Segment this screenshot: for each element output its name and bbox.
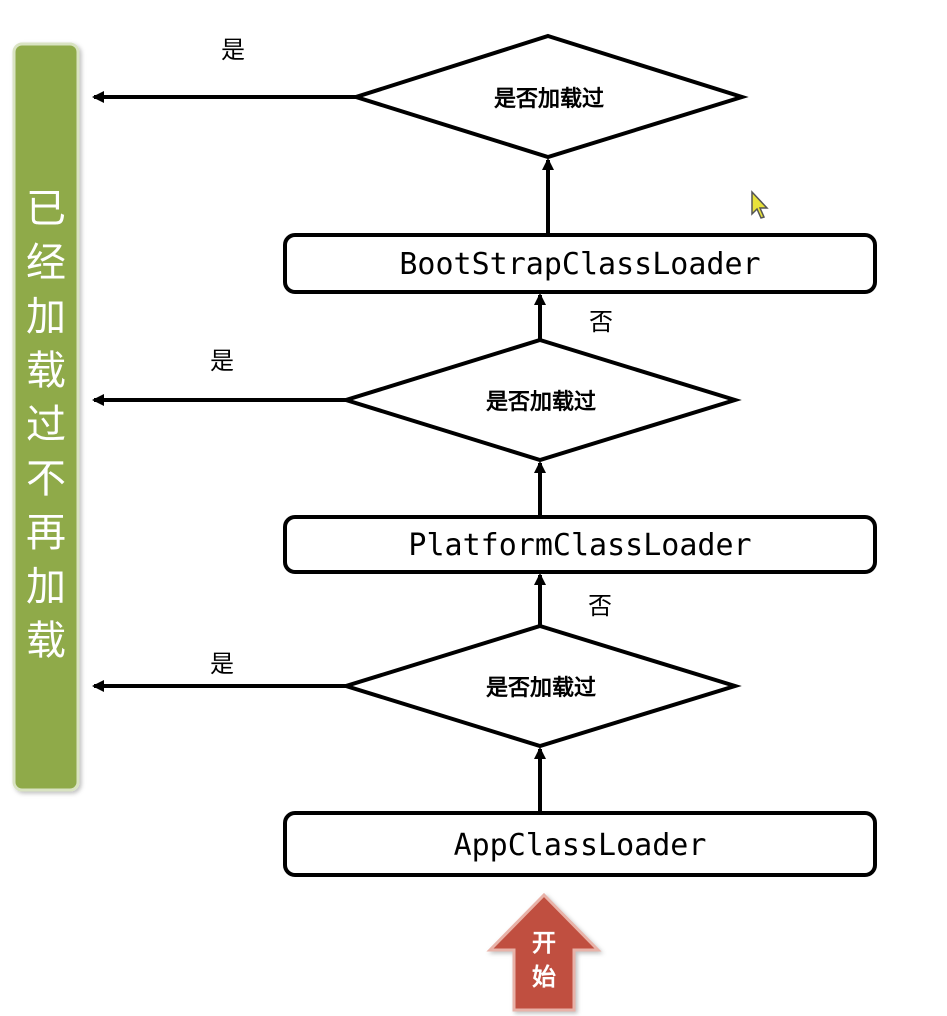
start-char: 开 xyxy=(532,929,556,957)
yes-label-top: 是 xyxy=(221,36,245,64)
platform-loader-box: PlatformClassLoader xyxy=(283,515,877,574)
sidebar-char: 载 xyxy=(26,348,66,394)
bootstrap-loader-box: BootStrapClassLoader xyxy=(283,233,877,294)
decision-bottom: 是否加载过 xyxy=(339,623,742,749)
decision-diamond xyxy=(349,33,749,160)
decision-middle: 是否加载过 xyxy=(339,337,742,463)
sidebar-char: 加 xyxy=(26,294,66,340)
start-arrow: 开 始 xyxy=(486,892,602,1012)
loader-label: BootStrapClassLoader xyxy=(399,247,760,282)
sidebar-char: 再 xyxy=(26,510,66,556)
start-char: 始 xyxy=(532,963,556,991)
no-label-lower: 否 xyxy=(588,592,612,620)
sidebar-char: 已 xyxy=(26,186,66,232)
sidebar-char: 载 xyxy=(26,618,66,664)
loader-label: AppClassLoader xyxy=(454,828,707,863)
yes-label-middle: 是 xyxy=(210,347,234,375)
loader-label: PlatformClassLoader xyxy=(408,528,751,563)
decision-label: 是否加载过 xyxy=(486,675,596,701)
decision-diamond xyxy=(339,337,742,463)
yes-label-bottom: 是 xyxy=(210,650,234,678)
mouse-cursor-icon xyxy=(751,190,769,219)
no-label-upper: 否 xyxy=(589,308,613,336)
decision-top: 是否加载过 xyxy=(349,33,749,160)
already-loaded-panel: 已 经 加 载 过 不 再 加 载 xyxy=(12,42,80,792)
sidebar-char: 过 xyxy=(26,402,66,448)
decision-label: 是否加载过 xyxy=(486,389,596,415)
decision-label: 是否加载过 xyxy=(494,86,604,112)
sidebar-char: 经 xyxy=(26,240,66,286)
app-loader-box: AppClassLoader xyxy=(283,811,877,877)
sidebar-char: 加 xyxy=(26,564,66,610)
sidebar-text: 已 经 加 载 过 不 再 加 载 xyxy=(26,186,66,664)
start-arrow-shape xyxy=(486,892,602,1012)
sidebar-background xyxy=(12,42,80,792)
loader-box xyxy=(283,811,877,877)
loader-box xyxy=(283,515,877,574)
loader-box xyxy=(283,233,877,294)
sidebar-char: 不 xyxy=(26,456,66,502)
decision-diamond xyxy=(339,623,742,749)
